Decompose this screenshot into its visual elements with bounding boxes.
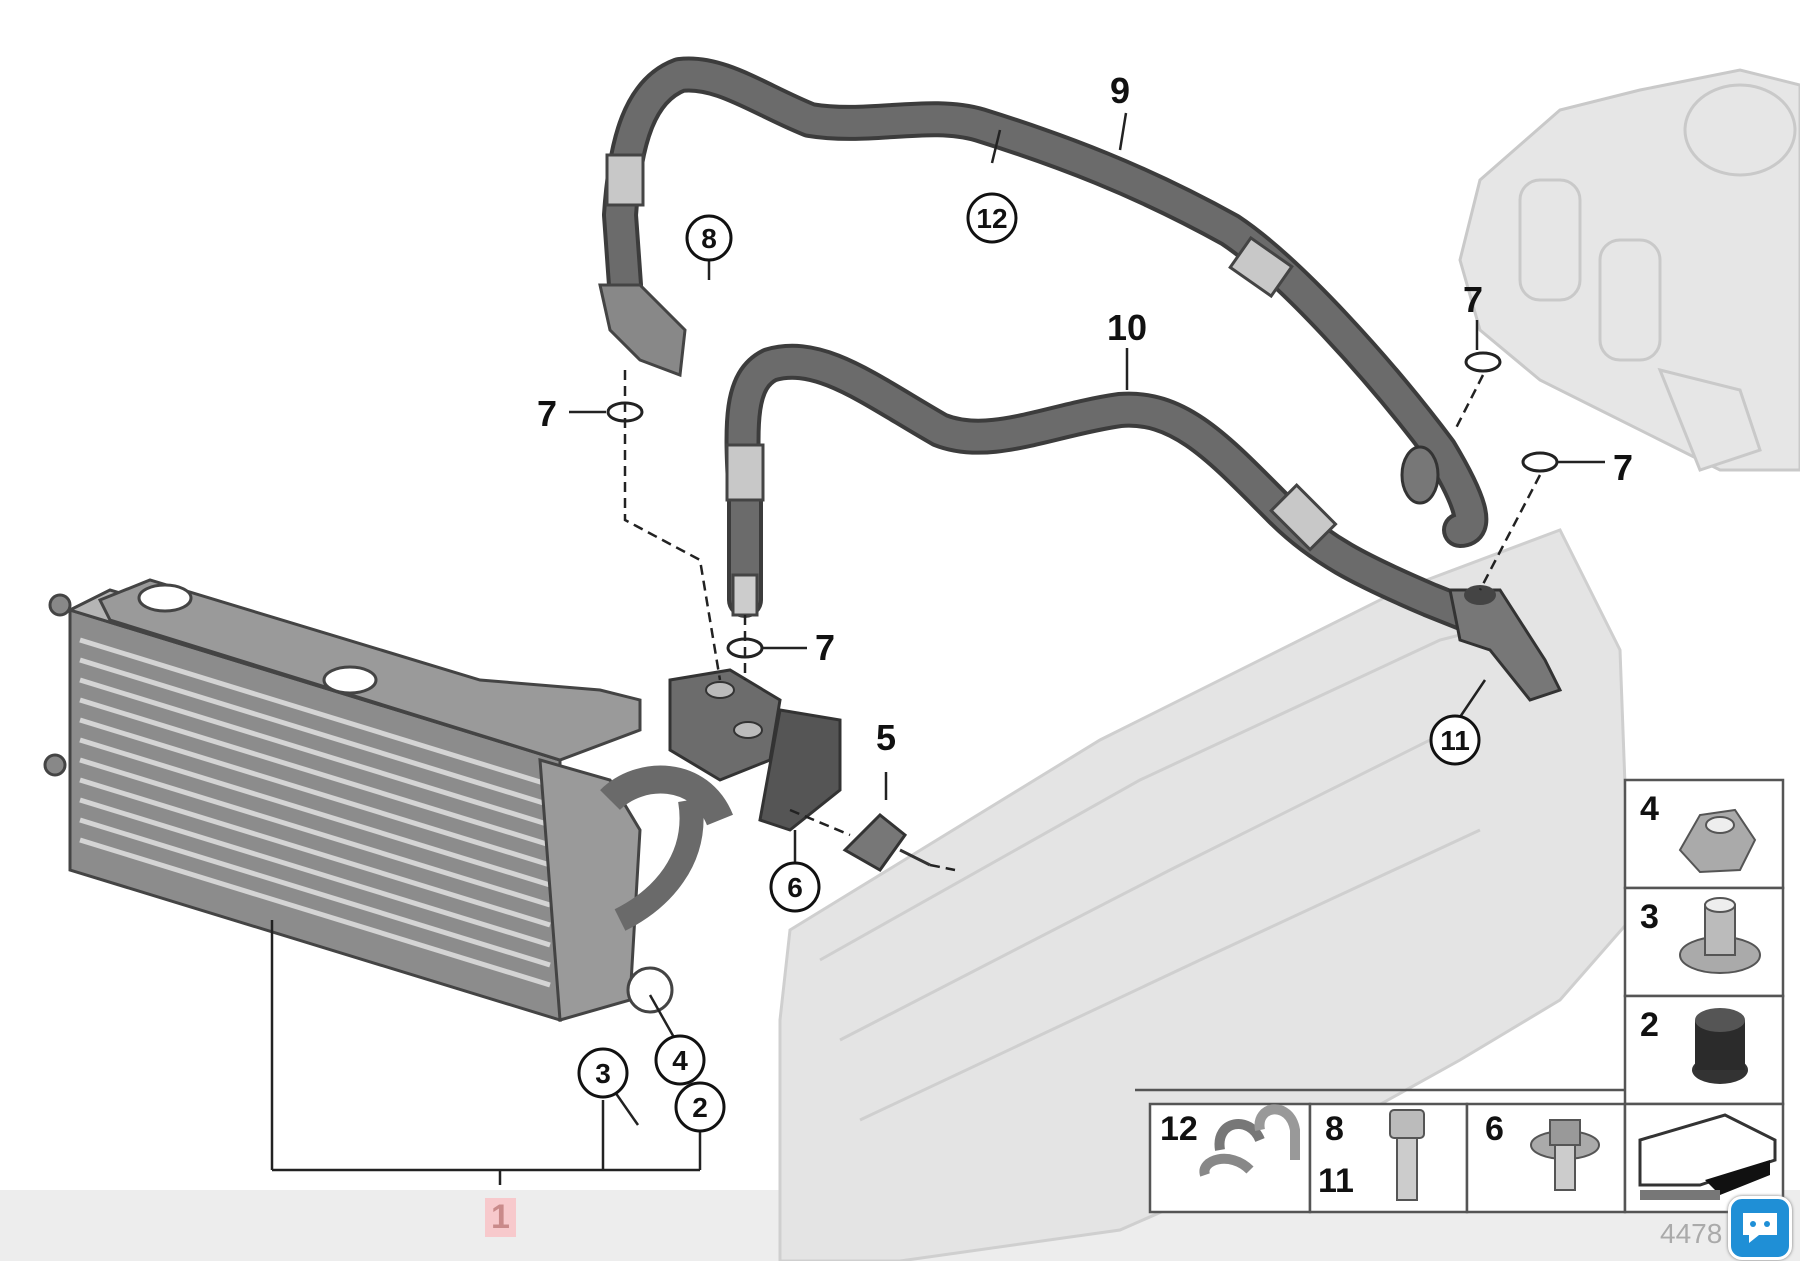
legend-grommet-label: 2 — [1640, 1006, 1659, 1044]
highlighted-part-number[interactable]: 1 — [485, 1198, 516, 1237]
oil-cooler — [43, 578, 733, 1023]
hose-fitting-11 — [1448, 585, 1563, 702]
callout-8: 8 — [685, 214, 733, 262]
legend-clamp-label: 12 — [1160, 1110, 1198, 1148]
oil-line-9 — [598, 56, 1489, 548]
legend-bolt-8-label: 8 — [1325, 1110, 1344, 1148]
callout-12: 12 — [966, 192, 1018, 244]
temperature-sensor-5 — [842, 812, 931, 872]
legend-clamp: 12 — [1160, 1104, 1300, 1177]
callout-2: 2 — [674, 1081, 726, 1133]
callout-11: 11 — [1429, 714, 1481, 766]
legend-bolt: 8 11 — [1318, 1109, 1425, 1201]
legend-sleeve: 3 — [1640, 897, 1761, 974]
callout-7-center: 7 — [815, 627, 835, 668]
callout-3-label: 3 — [595, 1058, 611, 1089]
legend-nut: 4 — [1640, 790, 1757, 874]
plain-callouts: 9 10 7 7 7 7 5 — [537, 70, 1633, 758]
diagram-id: 4478 — [1660, 1218, 1723, 1249]
callout-11-label: 11 — [1440, 725, 1470, 756]
legend-nut-label: 4 — [1640, 790, 1659, 828]
legend-hardware-symbol — [1638, 1113, 1777, 1200]
legend-sleeve-label: 3 — [1640, 898, 1659, 936]
callout-2-label: 2 — [692, 1092, 708, 1123]
oil-line-10 — [724, 343, 1498, 638]
callout-5: 5 — [876, 717, 896, 758]
callout-7-top-right: 7 — [1463, 279, 1483, 320]
legend-screw: 6 — [1485, 1110, 1600, 1191]
callout-8-label: 8 — [701, 223, 717, 254]
hardware-legend: 4 3 2 12 8 11 — [1135, 778, 1785, 1214]
callout-3: 3 — [577, 1047, 629, 1099]
callout-10: 10 — [1107, 307, 1147, 348]
leader-lines — [270, 112, 1605, 1185]
callout-9: 9 — [1110, 70, 1130, 111]
callout-12-label: 12 — [976, 203, 1007, 234]
callout-4: 4 — [654, 1034, 706, 1086]
assembly-lines — [623, 370, 1542, 872]
connector-block — [668, 668, 842, 832]
callout-7-right: 7 — [1613, 447, 1633, 488]
legend-grommet: 2 — [1640, 1006, 1748, 1084]
callout-6-label: 6 — [787, 872, 803, 903]
engine-housing-ghost — [1458, 68, 1800, 472]
callout-4-label: 4 — [672, 1045, 688, 1076]
legend-screw-label: 6 — [1485, 1110, 1504, 1148]
callout-7-left: 7 — [537, 393, 557, 434]
callout-6: 6 — [769, 861, 821, 913]
chat-badge-icon[interactable] — [1728, 1196, 1792, 1260]
legend-bolt-11-label: 11 — [1318, 1162, 1354, 1200]
